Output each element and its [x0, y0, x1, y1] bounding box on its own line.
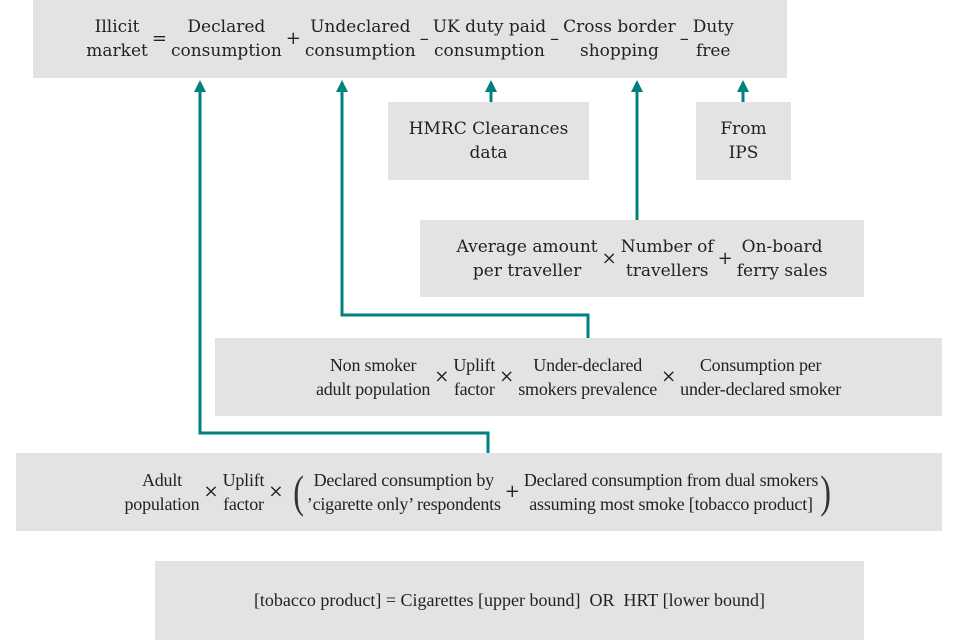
arrow-undeclared-consumption	[340, 90, 590, 340]
arrowhead-declared	[194, 80, 206, 92]
plus-operator: +	[285, 28, 301, 49]
tobacco-product-footnote: [tobacco product] = Cigarettes [upper bo…	[253, 590, 766, 610]
times-operator: ×	[203, 481, 219, 502]
times-operator: ×	[499, 366, 515, 387]
times-operator: ×	[601, 247, 617, 269]
plus-operator: +	[717, 247, 733, 269]
tobacco-product-footnote-box: [tobacco product] = Cigarettes [upper bo…	[155, 561, 864, 640]
minus-operator: –	[419, 28, 429, 49]
open-parenthesis: (	[293, 466, 305, 517]
minus-operator: –	[679, 28, 689, 49]
times-operator: ×	[434, 366, 450, 387]
minus-operator: –	[550, 28, 560, 49]
arrowhead-cross-border	[631, 80, 643, 92]
close-parenthesis: )	[820, 466, 832, 517]
times-operator: ×	[268, 481, 284, 502]
arrowhead-duty-free	[737, 80, 749, 92]
arrowhead-undeclared	[336, 80, 348, 92]
equals-operator: =	[151, 28, 167, 49]
times-operator: ×	[661, 366, 677, 387]
arrowhead-uk-duty-paid	[485, 80, 497, 92]
arrow-declared-consumption	[198, 90, 490, 455]
term-cigarette-only-consumption: Declared consumption by’cigarette only’ …	[306, 470, 501, 514]
plus-operator: +	[504, 481, 520, 502]
